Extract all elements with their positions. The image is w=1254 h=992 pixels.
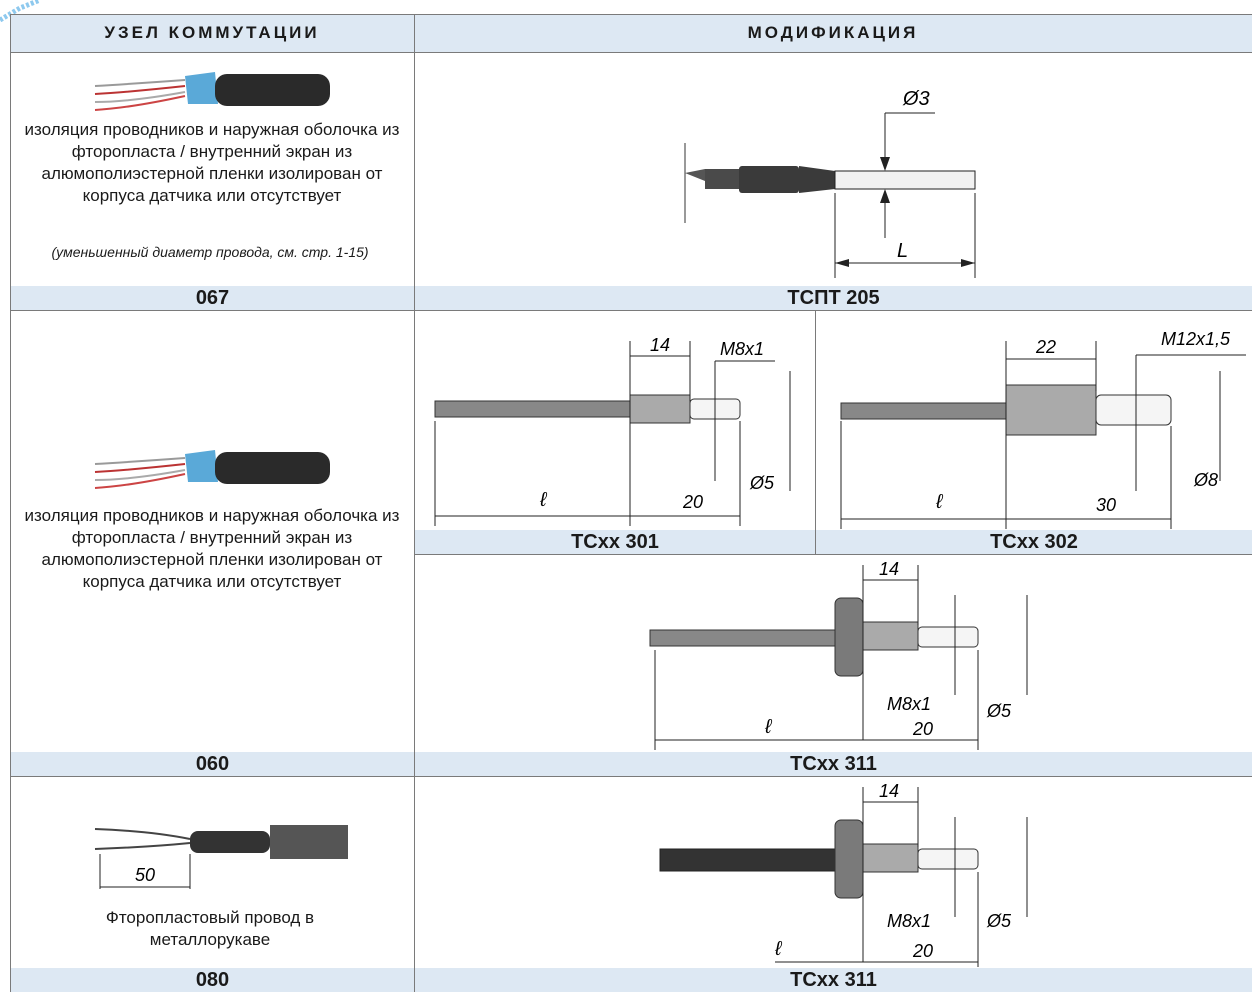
corner-logo-fragment — [0, 0, 41, 22]
svg-text:ℓ: ℓ — [539, 489, 548, 511]
svg-text:M8x1: M8x1 — [887, 911, 931, 931]
dim-length-205: L — [897, 240, 908, 262]
svg-text:14: 14 — [879, 781, 899, 801]
model-tcxx-301: ТСxx 301 — [415, 530, 815, 554]
model-tcxx-311-b: ТСxx 311 — [415, 968, 1252, 992]
svg-text:Ø5: Ø5 — [749, 473, 775, 493]
svg-text:14: 14 — [650, 335, 670, 355]
model-tcxx-311-a: ТСxx 311 — [415, 752, 1252, 776]
description-067: изоляция проводников и наружная оболочка… — [24, 120, 400, 205]
header-modification: МОДИФИКАЦИЯ — [414, 14, 1252, 52]
svg-text:30: 30 — [1096, 495, 1116, 515]
code-060: 060 — [11, 752, 414, 776]
modification-table: УЗЕЛ КОММУТАЦИИ МОДИФИКАЦИЯ изоляция про… — [10, 14, 1252, 992]
svg-text:M12x1,5: M12x1,5 — [1161, 329, 1231, 349]
svg-text:14: 14 — [879, 559, 899, 579]
drawing-tspt-205: Ø3 L — [684, 88, 976, 278]
svg-text:Ø5: Ø5 — [986, 701, 1012, 721]
code-067: 067 — [11, 286, 414, 310]
drawing-tcxx-311-a: 14 M8x1 Ø5 ℓ 20 — [649, 559, 1028, 750]
svg-text:Ø5: Ø5 — [986, 911, 1012, 931]
model-tcxx-302: ТСxx 302 — [816, 530, 1252, 554]
code-080: 080 — [11, 968, 414, 992]
cable-080-photo: 50 — [94, 825, 348, 889]
drawing-tcxx-301: 14 M8x1 Ø5 ℓ 20 — [434, 335, 791, 526]
svg-text:22: 22 — [1035, 337, 1056, 357]
cable-060-photo — [94, 450, 330, 489]
svg-text:ℓ: ℓ — [764, 716, 773, 738]
svg-text:20: 20 — [912, 941, 933, 961]
note-067: (уменьшенный диаметр провода, см. стр. 1… — [51, 244, 369, 260]
svg-text:Ø8: Ø8 — [1193, 470, 1218, 490]
model-tspt-205: ТСПТ 205 — [415, 286, 1252, 310]
header-connection-node: УЗЕЛ КОММУТАЦИИ — [10, 14, 414, 52]
svg-text:M8x1: M8x1 — [887, 694, 931, 714]
svg-text:20: 20 — [682, 492, 703, 512]
description-060: изоляция проводников и наружная оболочка… — [24, 506, 400, 591]
svg-text:ℓ: ℓ — [935, 491, 944, 513]
dim-diameter-205: Ø3 — [902, 88, 930, 110]
description-080: Фторопластовый провод в металлорукаве — [105, 908, 315, 949]
svg-text:M8x1: M8x1 — [720, 339, 764, 359]
drawing-tcxx-302: 22 M12x1,5 Ø8 ℓ 30 — [840, 329, 1246, 529]
drawing-tcxx-311-b: 14 M8x1 Ø5 ℓ 20 — [659, 781, 1028, 967]
svg-text:50: 50 — [135, 865, 155, 885]
cable-067-photo — [94, 72, 330, 111]
svg-text:ℓ: ℓ — [774, 938, 783, 960]
svg-text:20: 20 — [912, 719, 933, 739]
